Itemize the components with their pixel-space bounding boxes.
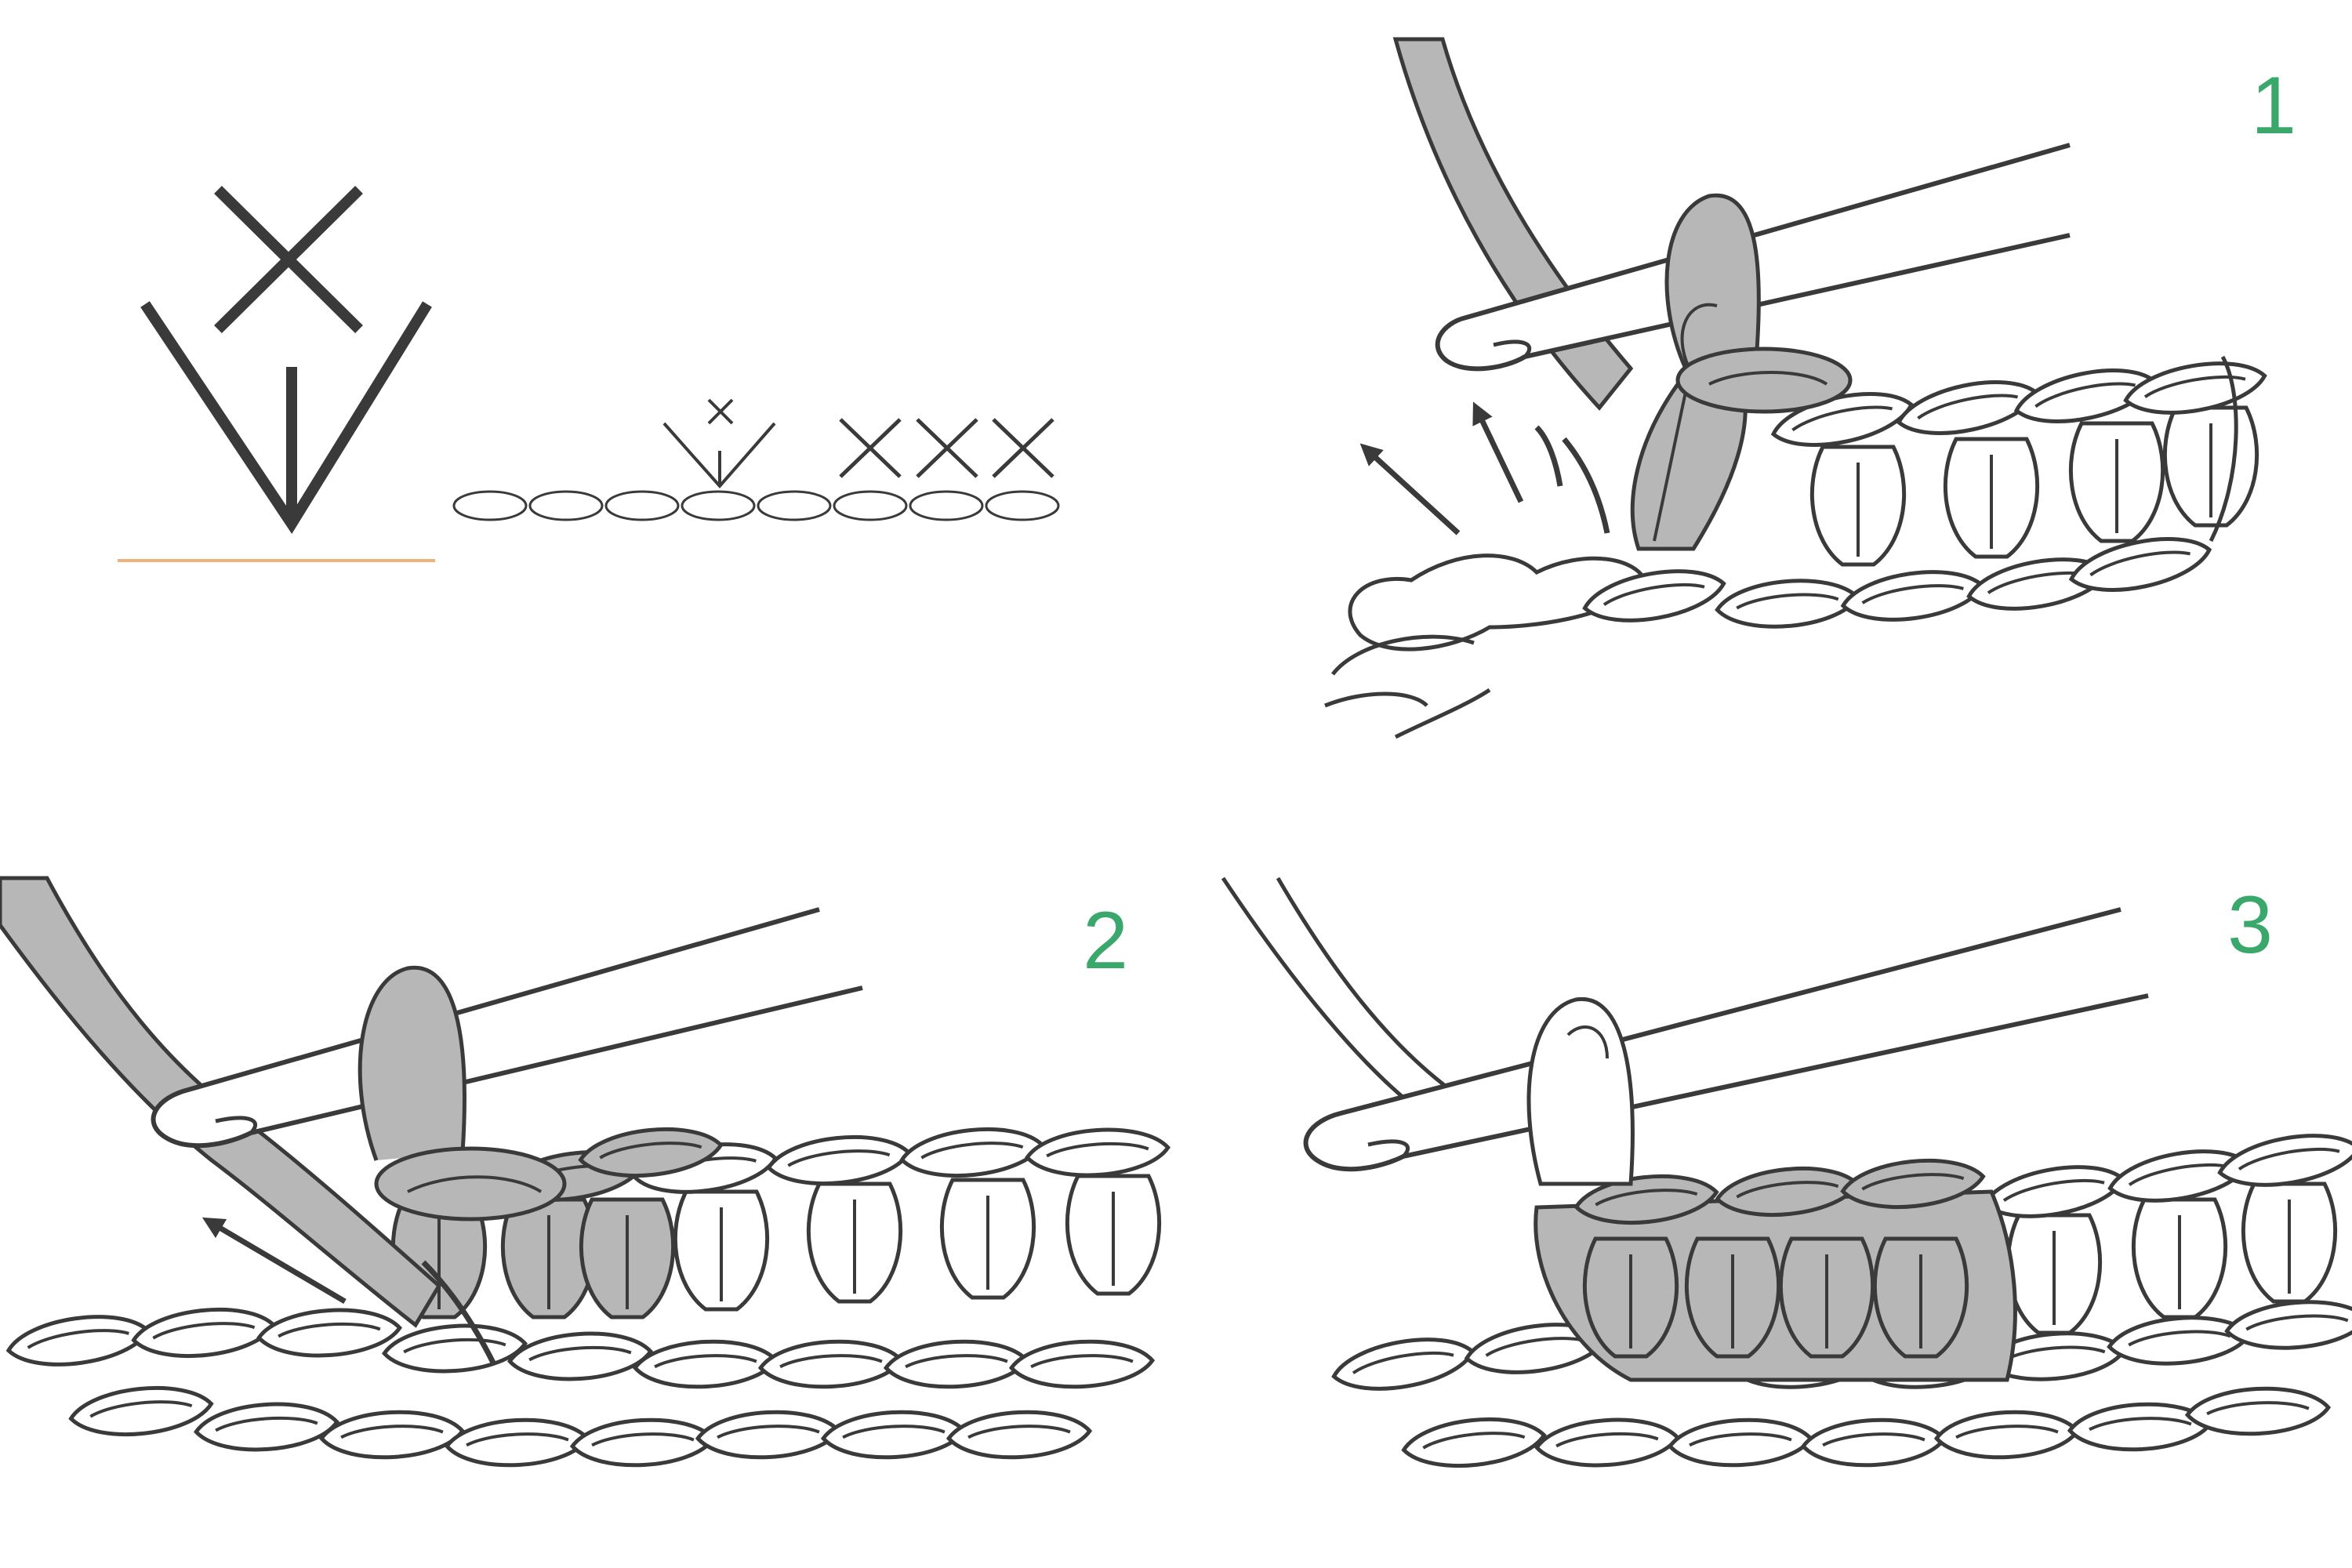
step-1-direction-arrows xyxy=(1359,401,1610,535)
foundation-chain xyxy=(452,490,1060,521)
step-3-illustration: 3 xyxy=(1221,877,2352,1472)
step-2-number: 2 xyxy=(1083,895,1128,986)
step-1-number: 1 xyxy=(2251,60,2296,151)
single-crochet-row xyxy=(839,418,1054,478)
single-crochet-x-symbol xyxy=(839,418,902,478)
chain-stitch-oval xyxy=(528,490,604,521)
chain-stitch-oval xyxy=(757,490,832,521)
step-2-fabric xyxy=(5,1123,1170,1468)
step-2-loops-on-hook xyxy=(358,965,567,1221)
large-stitch-symbol xyxy=(140,186,432,534)
step-3-loop-on-hook xyxy=(1526,996,1635,1186)
chain-stitch-oval xyxy=(909,490,984,521)
step-3-number: 3 xyxy=(2227,880,2273,971)
symbol-legend xyxy=(118,186,1060,562)
chain-stitch-oval xyxy=(604,490,680,521)
single-crochet-x-symbol xyxy=(992,418,1054,478)
small-decrease-symbol xyxy=(662,398,776,489)
chain-stitch-oval xyxy=(833,490,908,521)
step-2-direction-arrows xyxy=(201,1217,497,1366)
chain-stitch-oval xyxy=(452,490,528,521)
chain-stitch-oval xyxy=(985,490,1060,521)
step-3-working-yarn xyxy=(1221,877,1452,1099)
step-1-active-stitch xyxy=(1630,374,1748,551)
chain-stitch-oval xyxy=(681,490,756,521)
single-crochet-x-symbol xyxy=(916,418,978,478)
step-1-illustration: 1 xyxy=(1324,37,2296,739)
step-3-crochet-hook xyxy=(1303,907,2149,1172)
step-1-fabric xyxy=(1324,354,2269,739)
chart-row-diagram xyxy=(452,398,1060,521)
step-2-crochet-hook xyxy=(151,907,863,1149)
step-3-fabric xyxy=(1330,1126,2352,1472)
step-1-loops-on-hook xyxy=(1664,193,1853,414)
step-2-illustration: 2 xyxy=(0,876,1170,1468)
